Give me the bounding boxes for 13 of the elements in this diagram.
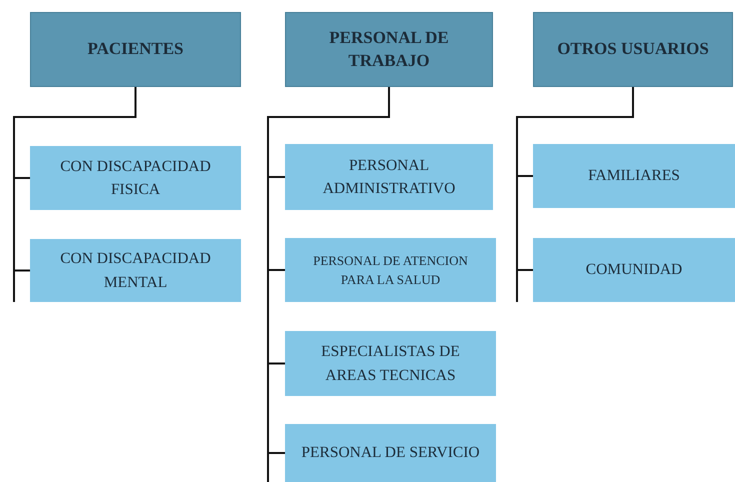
subcategory-box: COMUNIDAD [533,238,735,302]
connector-line [516,87,634,271]
category-box: PACIENTES [30,12,241,87]
subcategory-box: PERSONAL DE SERVICIO [285,424,496,482]
category-box: PERSONAL DE TRABAJO [285,12,493,87]
category-box: OTROS USUARIOS [533,12,733,87]
subcategory-box: ESPECIALISTAS DE AREAS TECNICAS [285,331,496,396]
connector-line [13,87,136,272]
subcategory-box: FAMILIARES [533,144,735,208]
subcategory-box: PERSONAL DE ATENCION PARA LA SALUD [285,238,496,302]
subcategory-box: PERSONAL ADMINISTRATIVO [285,144,493,210]
subcategory-box: CON DISCAPACIDAD FISICA [30,146,241,210]
subcategory-box: CON DISCAPACIDAD MENTAL [30,239,241,302]
